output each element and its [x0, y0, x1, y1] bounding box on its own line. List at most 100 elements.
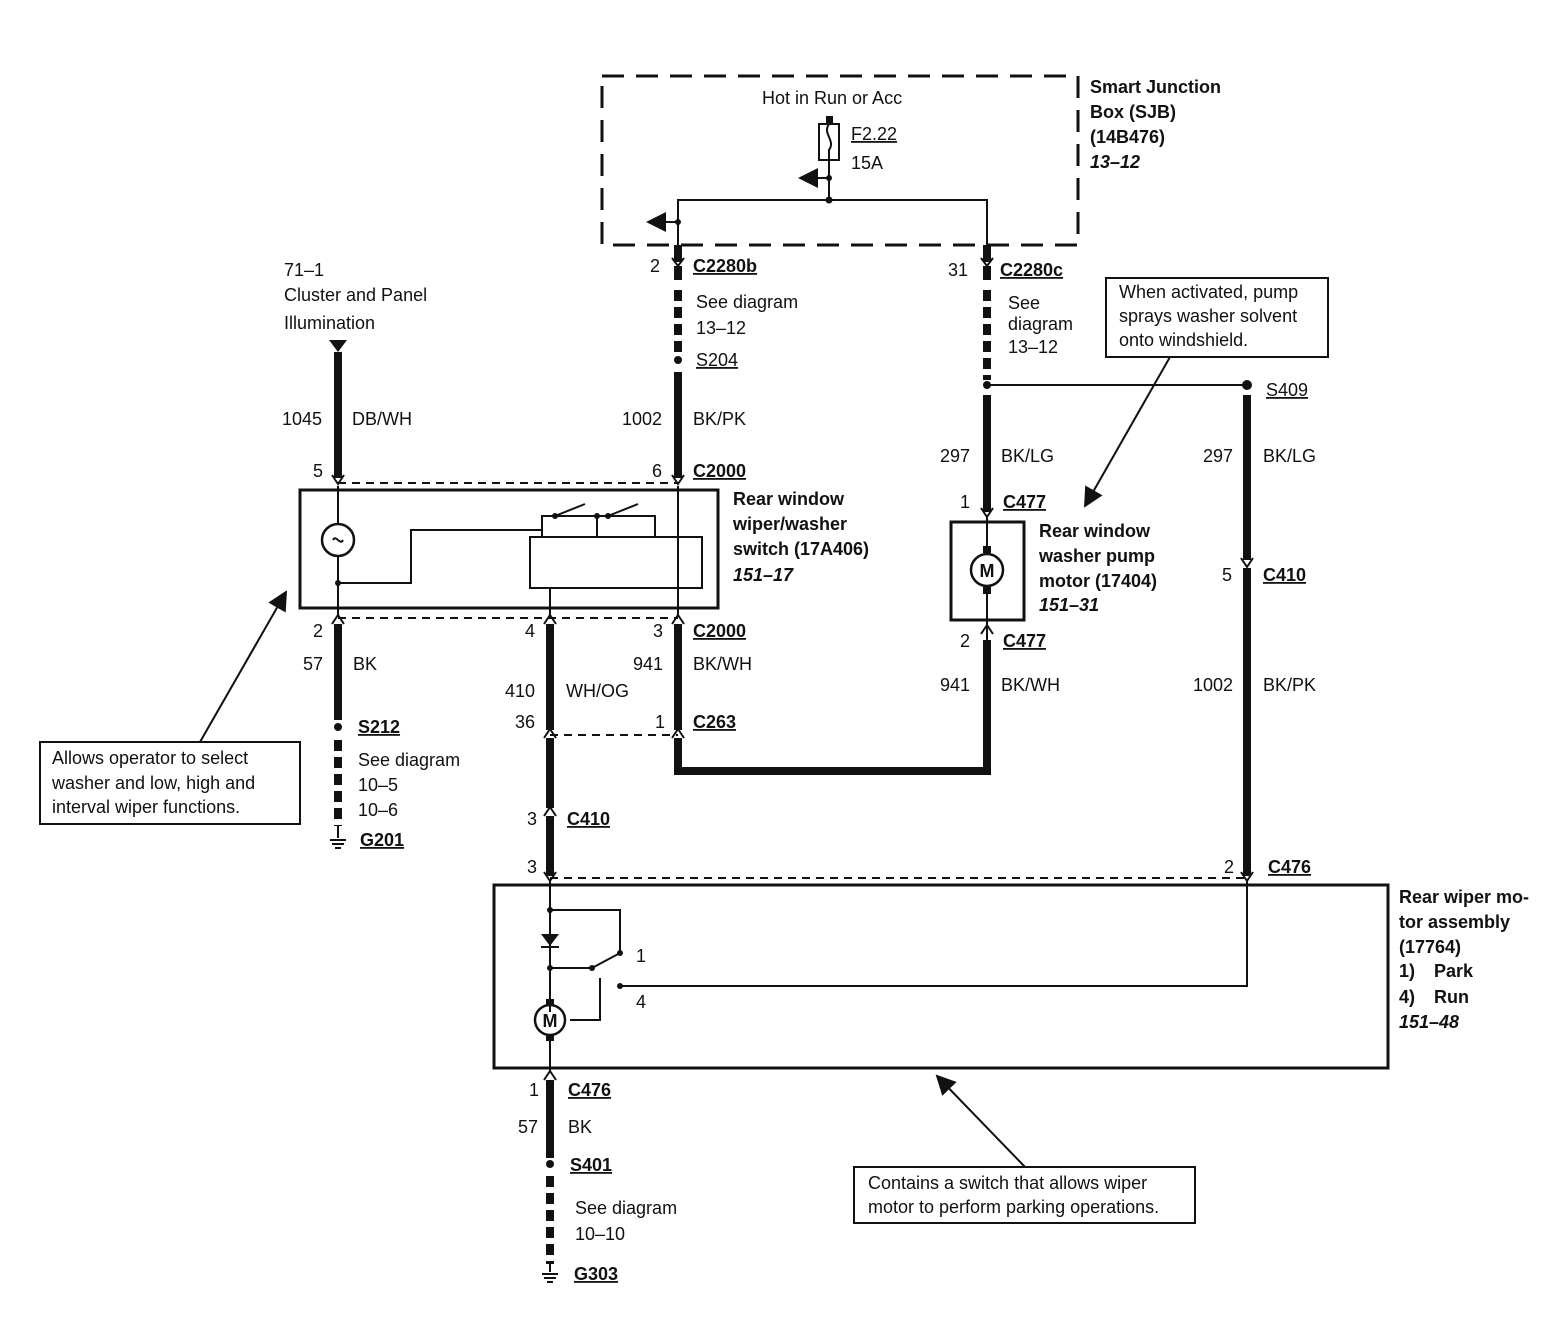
switch-note-line-1: Allows operator to select: [52, 748, 248, 768]
c410-left-label: C410: [567, 809, 610, 829]
c476-top: 3 2 C476: [527, 857, 1311, 883]
switch-note-arrow-icon: [199, 590, 287, 743]
see-diagram-c-1: See diagram: [358, 750, 460, 770]
wiper-run-label: Run: [1434, 987, 1469, 1007]
c410-right-pin: 5: [1222, 565, 1232, 585]
circuit-297-right-number: 297: [1203, 446, 1233, 466]
circuit-57-bottom: 1 C476 57 BK S401 See diagram 10–10 G303: [518, 1069, 677, 1284]
circuit-297-left-number: 297: [940, 446, 970, 466]
c2280b-pin: 2: [650, 256, 660, 276]
wiper-outline: [492, 883, 1390, 1070]
circuit-1002-number: 1002: [622, 409, 662, 429]
ground-g303-icon: [542, 1273, 558, 1283]
splice-dot-icon: [546, 1160, 554, 1168]
see-diagram-a-2: 13–12: [696, 318, 746, 338]
circuit-57-left-number: 57: [303, 654, 323, 674]
c263-left-pin: 36: [515, 712, 535, 732]
splice-dot-icon: [674, 356, 682, 364]
circuit-57-left-color: BK: [353, 654, 377, 674]
c2000-top: 5 6 C2000: [313, 461, 746, 486]
connector-arrow-icon: [543, 805, 557, 817]
c477-top-pin: 1: [960, 492, 970, 512]
sjb-part-number: (14B476): [1090, 127, 1165, 147]
switch-note-line-3: interval wiper functions.: [52, 797, 240, 817]
illumination-feed: 71–1 Cluster and Panel Illumination 1045…: [282, 260, 427, 478]
wiper-park-label: Park: [1434, 961, 1474, 981]
washer-pump-motor: M 1 C477 2 C477 Rear window washer pump …: [949, 492, 1157, 651]
c476-pin-3: 3: [527, 857, 537, 877]
c2000-bottom-pin-4: 4: [525, 621, 535, 641]
switch-ref: 151–17: [733, 565, 794, 585]
rear-wiper-motor-assembly: M 1 4 Rear wiper mo- tor assembly (17764…: [492, 881, 1529, 1071]
circuit-941: 941 BK/WH 1 C263 941 BK/WH: [550, 624, 1060, 775]
connector-arrow-icon: [543, 1069, 557, 1081]
wiper-note-line-2: motor to perform parking operations.: [868, 1197, 1159, 1217]
switch-module-icon: [529, 536, 703, 589]
circuit-297-left-color: BK/LG: [1001, 446, 1054, 466]
c2000-bottom-pin-2: 2: [313, 621, 323, 641]
circuit-57-bottom-color: BK: [568, 1117, 592, 1137]
circuit-57-left: 57 BK S212 See diagram 10–5 10–6 G201: [303, 624, 460, 850]
circuit-1002-upper: 2 C2280b See diagram 13–12 S204 1002 BK/…: [622, 245, 798, 478]
circuit-297-upper: 31 C2280c See diagram 13–12 297 BK/LG: [940, 245, 1247, 512]
pump-motor-icon: [969, 552, 1005, 588]
connector-arrow-icon: [543, 727, 557, 739]
circuit-941-pump-number: 941: [940, 675, 970, 695]
c263-label: C263: [693, 712, 736, 732]
sjb-ref: 13–12: [1090, 152, 1140, 172]
wiper-note-line-1: Contains a switch that allows wiper: [868, 1173, 1147, 1193]
c476-top-label: C476: [1268, 857, 1311, 877]
circuit-1045-number: 1045: [282, 409, 322, 429]
pump-title-2: washer pump: [1038, 546, 1155, 566]
illumination-line-2: Illumination: [284, 313, 375, 333]
c2000-bottom-pin-3: 3: [653, 621, 663, 641]
fuse-id: F2.22: [851, 124, 897, 144]
see-diagram-d-1: See diagram: [575, 1198, 677, 1218]
circuit-941-pump-color: BK/WH: [1001, 675, 1060, 695]
connector-arrow-icon: [331, 613, 345, 625]
c410-left-pin: 3: [527, 809, 537, 829]
fuse-rating: 15A: [851, 153, 883, 173]
circuit-1002-right-number: 1002: [1193, 675, 1233, 695]
connector-arrow-icon: [671, 727, 685, 739]
see-diagram-c-3: 10–6: [358, 800, 398, 820]
splice-dot-icon: [334, 723, 342, 731]
c2000-bottom-label: C2000: [693, 621, 746, 641]
c477-top-label: C477: [1003, 492, 1046, 512]
g303-label: G303: [574, 1264, 618, 1284]
connector-arrow-icon: [671, 613, 685, 625]
connector-arrow-icon: [1240, 557, 1254, 569]
pump-note: When activated, pump sprays washer solve…: [1084, 277, 1329, 508]
s409-label: S409: [1266, 380, 1308, 400]
wiper-title-1: Rear wiper mo-: [1399, 887, 1529, 907]
see-diagram-b-2: diagram: [1008, 314, 1073, 334]
circuit-1002-color: BK/PK: [693, 409, 746, 429]
sjb-dashed-outline: [600, 74, 1080, 247]
switch-contact-icon: [607, 503, 639, 517]
c476-pin-2: 2: [1224, 857, 1234, 877]
pump-note-line-1: When activated, pump: [1119, 282, 1298, 302]
s401-label: S401: [570, 1155, 612, 1175]
c2000-top-pin-5: 5: [313, 461, 323, 481]
c477-bottom-label: C477: [1003, 631, 1046, 651]
wiper-title-2: tor assembly: [1399, 912, 1510, 932]
circuit-297-right-color: BK/LG: [1263, 446, 1316, 466]
g201-label: G201: [360, 830, 404, 850]
c263-right-pin: 1: [655, 712, 665, 732]
pump-title-1: Rear window: [1039, 521, 1151, 541]
wiper-washer-switch: Rear window wiper/washer switch (17A406)…: [298, 486, 869, 616]
wiper-park-num: 1): [1399, 961, 1415, 981]
circuit-941-switch-color: BK/WH: [693, 654, 752, 674]
connector-arrow-icon: [331, 474, 345, 486]
circuit-1002-right-color: BK/PK: [1263, 675, 1316, 695]
circuit-410-color: WH/OG: [566, 681, 629, 701]
c476-bottom-pin: 1: [529, 1080, 539, 1100]
feed-triangle-icon: [329, 340, 347, 352]
c477-bottom-pin: 2: [960, 631, 970, 651]
circuit-right-feed: S409 297 BK/LG 5 C410 1002 BK/PK: [1193, 380, 1316, 876]
circuit-1045-color: DB/WH: [352, 409, 412, 429]
sjb-title-1: Smart Junction: [1090, 77, 1221, 97]
see-diagram-b-1: See: [1008, 293, 1040, 313]
wiper-motor-symbol: M: [543, 1011, 558, 1031]
